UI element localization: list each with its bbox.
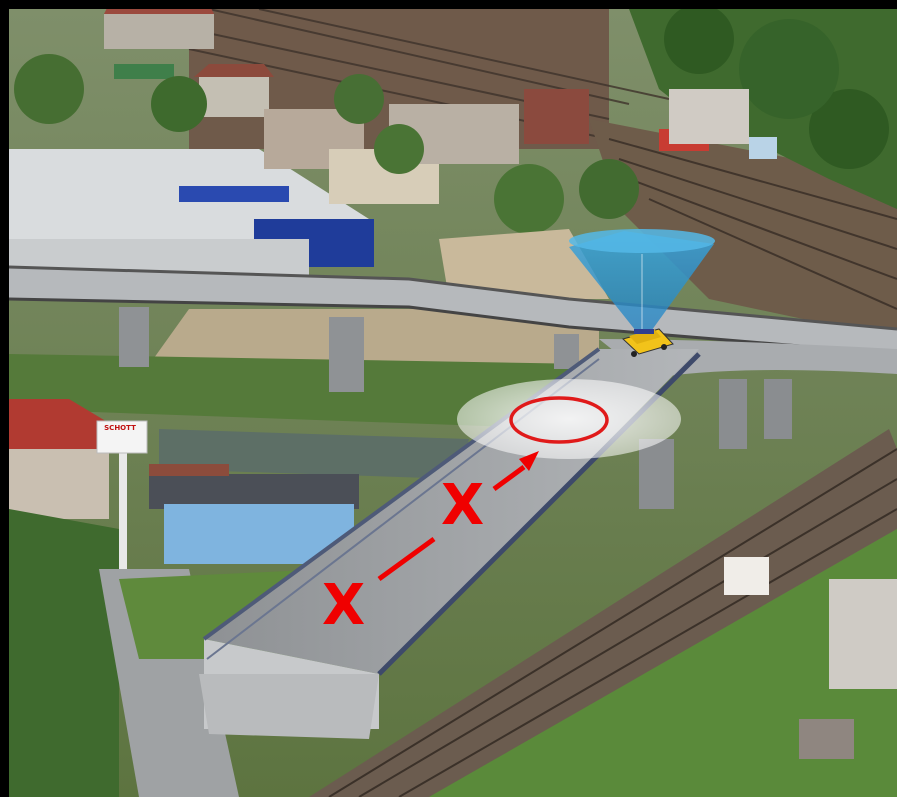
bridge-pier (329, 317, 364, 392)
train-car (114, 64, 174, 79)
sign-post (119, 449, 127, 579)
sign-board (96, 420, 148, 454)
bridge-pier (719, 379, 747, 449)
building (829, 579, 897, 689)
sign-text: SCHOTT (104, 424, 136, 432)
bridge-pier (639, 439, 674, 509)
aerial-photo (9, 9, 897, 797)
upper-bridge (9, 267, 897, 354)
arrow-head-icon (519, 451, 539, 471)
building (749, 137, 777, 159)
railway-lower (309, 429, 897, 797)
target-circle (509, 396, 609, 444)
red-roof-house (9, 399, 119, 459)
frame-divider (453, 0, 455, 9)
vehicle-icon (622, 328, 674, 357)
building (524, 89, 589, 144)
bridge-pier (554, 334, 579, 369)
building (104, 14, 214, 49)
marker-x-upper: X (441, 473, 485, 538)
marker-x-lower: X (322, 573, 366, 638)
building (669, 89, 749, 144)
grass-strip (9, 354, 589, 429)
building (199, 77, 269, 117)
bridge-pier (119, 307, 149, 367)
building (799, 719, 854, 759)
river (159, 429, 469, 479)
path-arrow (377, 536, 436, 582)
shed (724, 557, 769, 595)
bridge-pier (764, 379, 792, 439)
blue-house-roof (149, 474, 359, 509)
illuminated-area (457, 379, 681, 459)
